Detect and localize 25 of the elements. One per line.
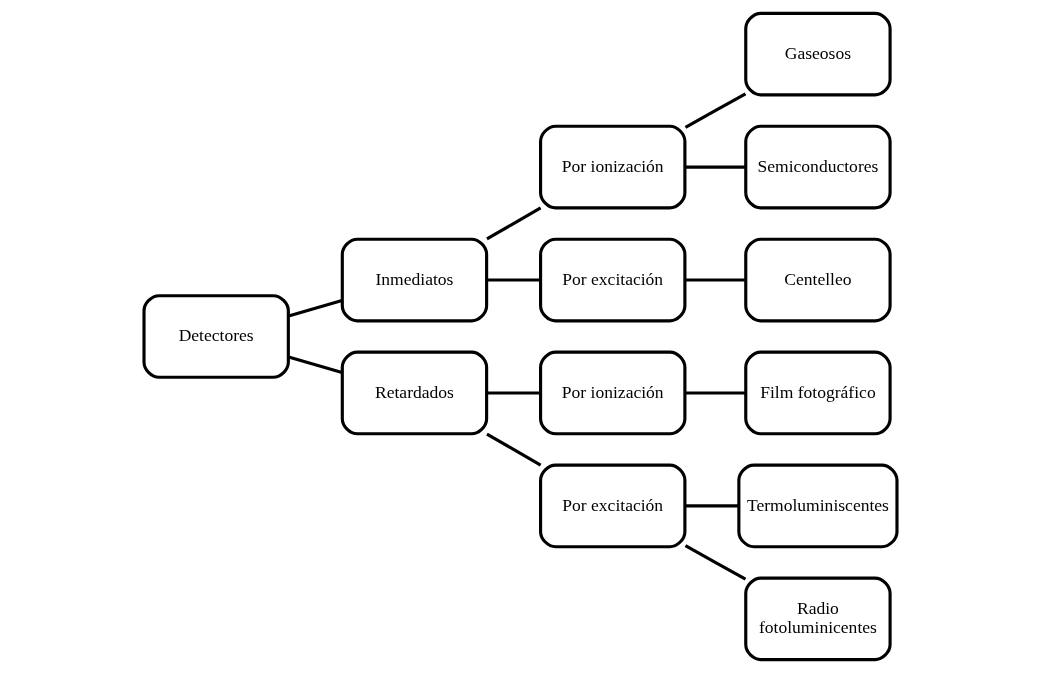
node-box: Por ionización: [538, 350, 686, 436]
connector: [287, 355, 342, 374]
node-box: Gaseosos: [743, 11, 892, 97]
node-box: Por excitación: [538, 237, 686, 323]
connector: [287, 299, 342, 318]
connector: [684, 504, 739, 508]
node-box: Semiconductores: [743, 124, 892, 210]
connector: [486, 391, 540, 395]
connector: [684, 92, 746, 129]
connector: [684, 391, 745, 395]
node-box: Inmediatos: [340, 237, 488, 323]
node-box: Por ionización: [538, 124, 686, 210]
connector: [684, 544, 746, 581]
node-box: Por excitación: [538, 463, 686, 549]
node-box: Detectores: [141, 294, 290, 379]
connector: [485, 432, 541, 467]
connector: [684, 165, 745, 169]
connector: [485, 206, 541, 241]
node-box: Termoluminiscentes: [736, 463, 899, 549]
node-box: Centelleo: [743, 237, 892, 323]
connector: [684, 278, 745, 282]
node-box: Film fotográfico: [743, 350, 892, 436]
node-box: Retardados: [340, 350, 488, 436]
connector: [486, 278, 540, 282]
node-box: Radio fotoluminicentes: [743, 576, 892, 662]
